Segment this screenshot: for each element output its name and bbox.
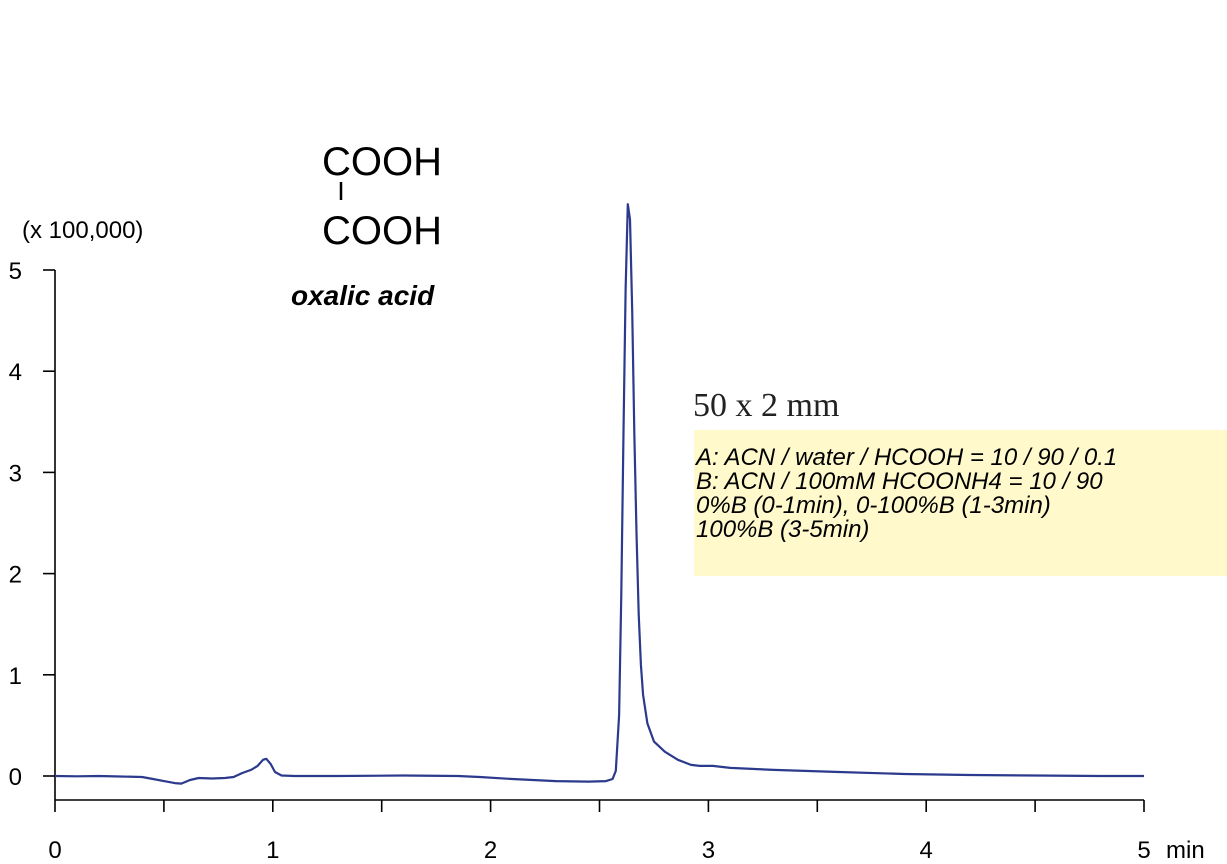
- y-tick-label-4: 4: [9, 359, 22, 386]
- x-tick-label-5: 5: [1137, 837, 1150, 864]
- conditions-box: A: ACN / water / HCOOH = 10 / 90 / 0.1 B…: [694, 430, 1227, 576]
- condition-line-gradient: 0%B (0-1min), 0-100%B (1-3min): [696, 492, 1051, 519]
- condition-line-a: A: ACN / water / HCOOH = 10 / 90 / 0.1: [696, 444, 1118, 471]
- y-tick-label-1: 1: [9, 663, 22, 690]
- condition-line-b: B: ACN / 100mM HCOONH4 = 10 / 90: [696, 468, 1103, 495]
- condition-line-hold: 100%B (3-5min): [696, 516, 870, 543]
- x-tick-label-0: 0: [48, 837, 61, 864]
- compound-name: oxalic acid: [291, 280, 435, 311]
- y-tick-label-3: 3: [9, 460, 22, 487]
- y-tick-label-0: 0: [9, 764, 22, 791]
- y-axis: 0 1 2 3 4 5: [9, 258, 56, 800]
- chromatogram-trace: [54, 203, 1144, 785]
- formula-bottom: COOH: [322, 209, 442, 253]
- y-tick-label-2: 2: [9, 562, 22, 589]
- y-tick-label-5: 5: [9, 258, 22, 285]
- formula-top: COOH: [322, 140, 442, 184]
- x-unit-label: min: [1166, 837, 1205, 864]
- x-tick-label-2: 2: [484, 837, 497, 864]
- column-size: 50 x 2 mm: [693, 387, 839, 424]
- x-tick-label-4: 4: [920, 837, 933, 864]
- x-tick-label-1: 1: [266, 837, 279, 864]
- x-axis: 0 1 2 3 4 5: [48, 799, 1151, 864]
- x-tick-label-3: 3: [702, 837, 715, 864]
- y-scale-label: (x 100,000): [22, 217, 143, 244]
